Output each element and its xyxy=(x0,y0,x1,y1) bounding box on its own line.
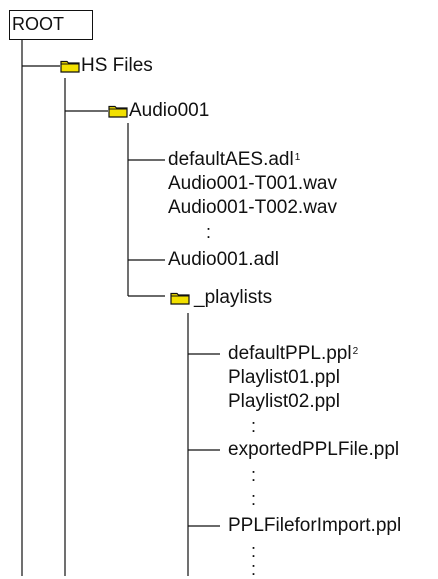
folder-icon xyxy=(108,105,128,118)
file-item: Playlist02.ppl xyxy=(228,391,340,412)
file-item: Audio001-T001.wav xyxy=(168,173,337,194)
ellipsis: : xyxy=(206,222,212,242)
file-name: defaultAES.adl xyxy=(168,149,294,170)
file-item: Audio001-T002.wav xyxy=(168,197,337,218)
footnote-marker: 1 xyxy=(294,152,301,163)
file-item: defaultAES.adl1 xyxy=(168,149,300,171)
file-item: exportedPPLFile.ppl xyxy=(228,439,400,460)
audio-folder-label: Audio001 xyxy=(129,100,210,121)
file-item: defaultPPL.ppl2 xyxy=(228,343,358,365)
ellipsis: : xyxy=(251,465,257,485)
footnote-marker: 2 xyxy=(352,346,359,357)
playlists-folder-label: _playlists xyxy=(194,287,273,308)
folder-icon xyxy=(60,60,80,73)
folder-icon xyxy=(170,292,190,305)
ellipsis: : xyxy=(251,559,257,579)
ellipsis: : xyxy=(251,541,257,561)
root-node: ROOT xyxy=(9,10,93,40)
file-name: defaultPPL.ppl xyxy=(228,343,352,364)
ellipsis: : xyxy=(251,489,257,509)
hs-files-label: HS Files xyxy=(81,55,153,76)
file-item: Audio001.adl xyxy=(168,249,279,270)
file-item: PPLFileforImport.ppl xyxy=(228,515,402,536)
ellipsis: : xyxy=(251,416,257,436)
file-item: Playlist01.ppl xyxy=(228,367,340,388)
